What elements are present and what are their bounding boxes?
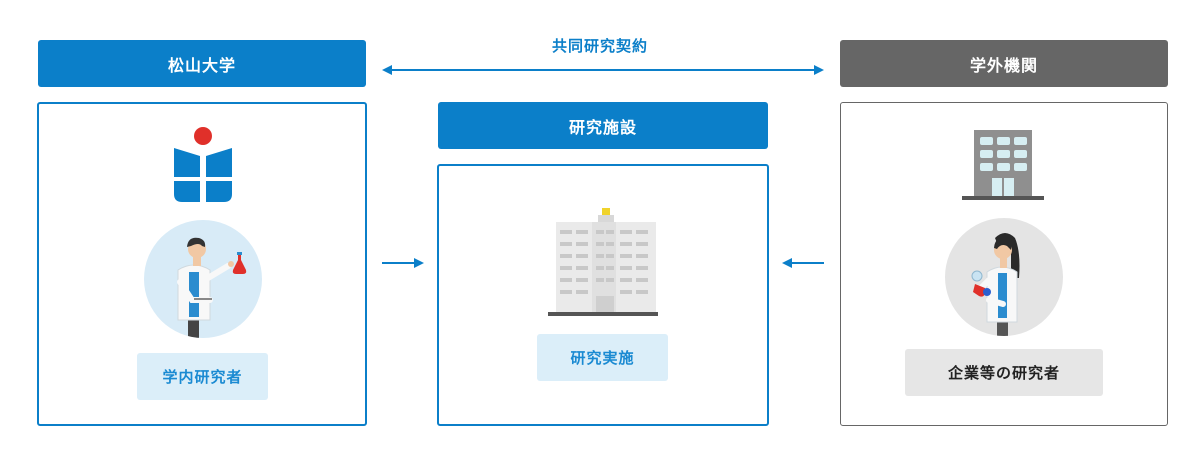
external-researcher-label: 企業等の研究者	[905, 349, 1103, 396]
office-building-icon	[962, 130, 1044, 200]
external-header: 学外機関	[840, 40, 1168, 87]
university-logo-icon	[174, 127, 232, 202]
facility-activity-label: 研究実施	[537, 334, 668, 381]
contract-label: 共同研究契約	[551, 37, 648, 55]
facility-header: 研究施設	[438, 102, 768, 149]
female-scientist-icon	[971, 233, 1020, 336]
contract-arrow-icon	[382, 65, 824, 75]
left-arrow-icon	[782, 258, 824, 268]
female-scientist-avatar	[945, 218, 1063, 336]
right-arrow-icon	[382, 258, 424, 268]
university-header: 松山大学	[38, 40, 366, 87]
university-researcher-label: 学内研究者	[137, 353, 268, 400]
research-building-icon	[548, 208, 658, 316]
male-scientist-icon	[177, 237, 247, 338]
male-scientist-avatar	[144, 220, 262, 338]
